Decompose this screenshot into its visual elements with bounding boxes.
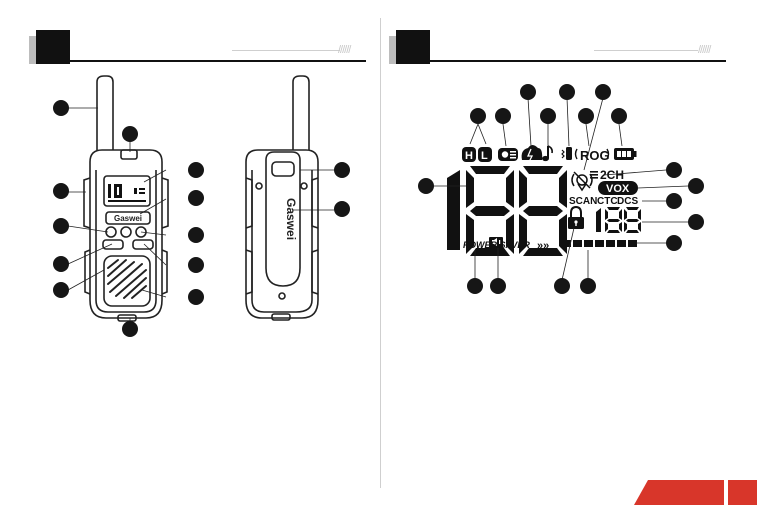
page-tab-end [728, 480, 757, 505]
page-tab-main [634, 480, 724, 505]
